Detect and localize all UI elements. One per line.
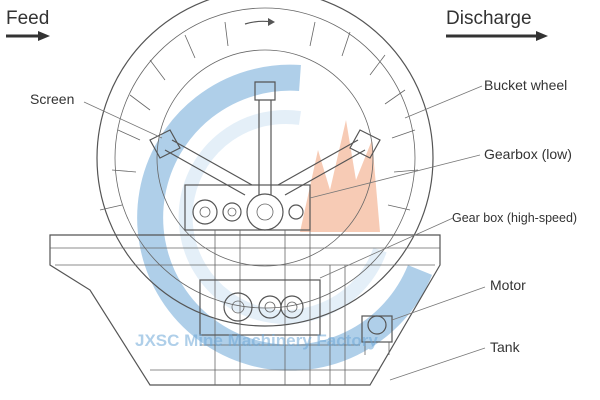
leader-lines [83, 85, 486, 381]
rotation-arrow [244, 20, 273, 25]
feed-arrow [6, 31, 50, 41]
watermark-logo [137, 64, 433, 371]
bucket-wheel-label: Bucket wheel [484, 77, 567, 93]
wheel-spokes [149, 81, 381, 196]
motor [361, 315, 393, 355]
discharge-label: Discharge [446, 8, 532, 29]
feed-label: Feed [6, 8, 49, 29]
gearbox-high-speed [199, 279, 321, 336]
gearbox-high-label: Gear box (high-speed) [452, 211, 577, 225]
support-frame [200, 230, 360, 385]
tank-label: Tank [490, 339, 521, 355]
motor-label: Motor [490, 277, 526, 293]
tank [49, 234, 441, 386]
gearbox-low [184, 184, 311, 231]
screen-label: Screen [30, 91, 74, 107]
gearbox-low-label: Gearbox (low) [484, 146, 572, 162]
watermark-text: JXSC Mine Machinery Factory [135, 331, 378, 350]
discharge-arrow [446, 31, 548, 41]
